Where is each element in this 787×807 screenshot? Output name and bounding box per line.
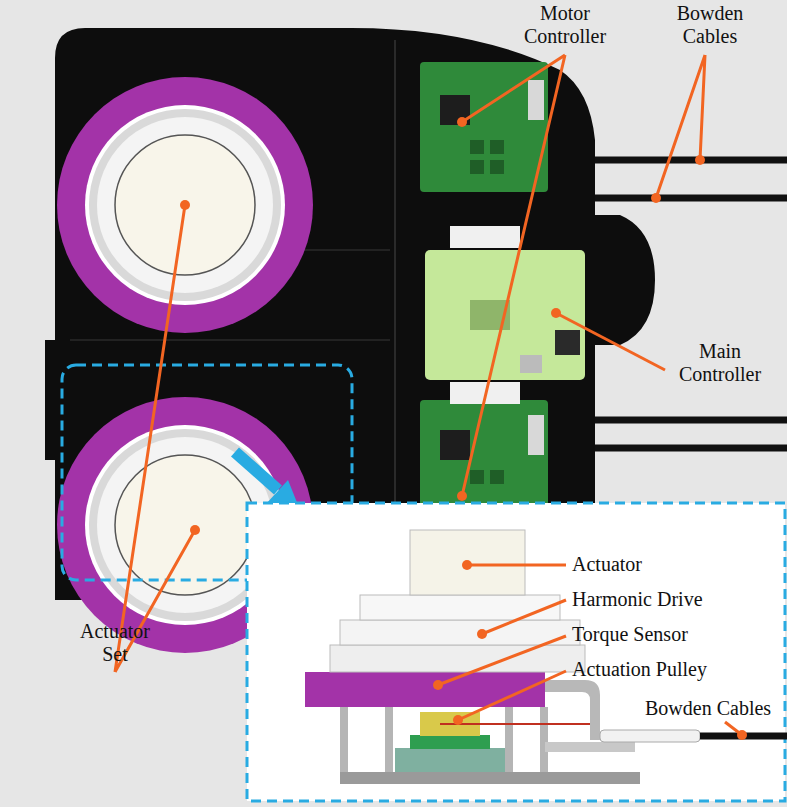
part-label: Actuator xyxy=(572,553,642,576)
part-label: Torque Sensor xyxy=(572,623,688,646)
part-label: Bowden Cables xyxy=(660,2,760,48)
part-label: Actuator Set xyxy=(65,620,165,666)
part-label: Main Controller xyxy=(665,340,775,386)
part-label: Actuation Pulley xyxy=(572,658,707,681)
part-label: Harmonic Drive xyxy=(572,588,703,611)
part-label: Motor Controller xyxy=(510,2,620,48)
part-label: Bowden Cables xyxy=(645,697,771,720)
